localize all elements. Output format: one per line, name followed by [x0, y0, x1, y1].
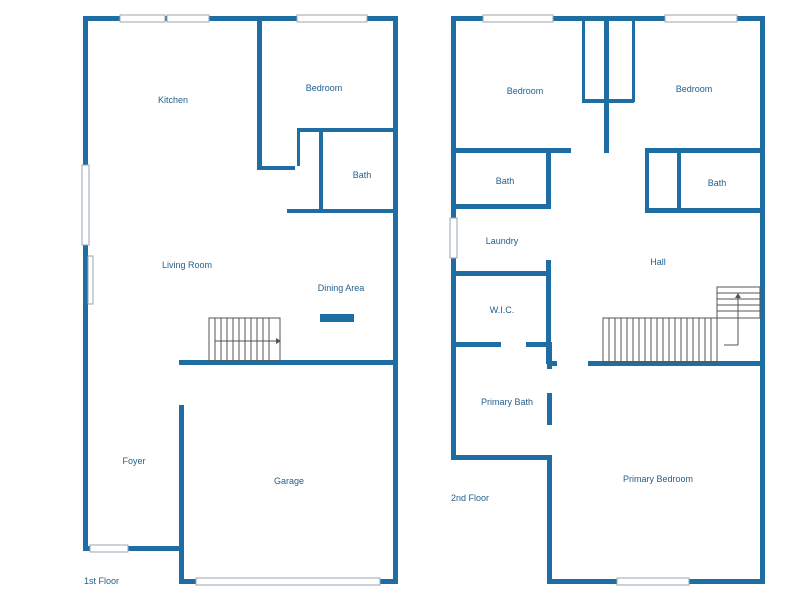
wall [546, 260, 551, 364]
room-label-bedroom-right: Bedroom [676, 84, 713, 94]
wall [83, 16, 398, 21]
wall [179, 405, 184, 584]
wall [297, 128, 398, 132]
fireplace [87, 255, 94, 305]
door-opening [178, 366, 185, 404]
window [296, 14, 368, 23]
window [449, 217, 458, 259]
wall [83, 16, 88, 550]
window [616, 577, 690, 586]
wall [677, 148, 681, 212]
wall [526, 342, 551, 347]
floor-label-first: 1st Floor [84, 576, 119, 586]
stairs-second-floor [602, 286, 761, 363]
room-label-bedroom-left: Bedroom [507, 86, 544, 96]
window [81, 164, 90, 246]
floor-label-second: 2nd Floor [451, 493, 489, 503]
room-label-bedroom: Bedroom [306, 83, 343, 93]
wall [451, 16, 765, 21]
wall [451, 271, 551, 276]
window [166, 14, 210, 23]
room-label-bath-right: Bath [708, 178, 727, 188]
wall [257, 166, 295, 170]
wall [547, 361, 557, 366]
wall [451, 455, 552, 460]
wall [645, 148, 765, 153]
door-opening [546, 425, 553, 455]
room-label-dining-area: Dining Area [318, 283, 365, 293]
wall [582, 20, 585, 102]
window [89, 544, 129, 553]
wall [604, 20, 609, 153]
counter-island [320, 314, 354, 322]
wall [632, 20, 635, 102]
room-label-laundry: Laundry [486, 236, 519, 246]
wall [319, 128, 323, 212]
room-label-bath-left: Bath [496, 176, 515, 186]
room-label-primary-bath: Primary Bath [481, 397, 533, 407]
wall [393, 16, 398, 584]
wall [451, 342, 501, 347]
wall [546, 148, 551, 209]
room-label-bath: Bath [353, 170, 372, 180]
wall [297, 128, 300, 166]
wall [588, 361, 765, 366]
stairs-first-floor [208, 317, 281, 362]
wall [645, 208, 765, 213]
wall [451, 148, 571, 153]
room-label-kitchen: Kitchen [158, 95, 188, 105]
second-floor-plan: Bedroom Bedroom Bath Bath Laundry Hall W… [449, 14, 765, 586]
room-label-wic: W.I.C. [490, 305, 515, 315]
wall [83, 546, 183, 551]
wall [760, 16, 765, 584]
room-label-foyer: Foyer [122, 456, 145, 466]
room-label-primary-bedroom: Primary Bedroom [623, 474, 693, 484]
door-opening [546, 213, 553, 259]
wall [179, 360, 398, 365]
room-label-garage: Garage [274, 476, 304, 486]
wall [451, 276, 456, 346]
wall [645, 148, 649, 212]
wall [547, 342, 552, 584]
window [664, 14, 738, 23]
room-label-living-room: Living Room [162, 260, 212, 270]
wall [287, 209, 398, 213]
wall [257, 16, 262, 170]
window [482, 14, 554, 23]
door-opening [546, 369, 553, 393]
room-label-hall: Hall [650, 257, 666, 267]
window [119, 14, 166, 23]
first-floor-plan: Kitchen Bedroom Bath Living Room Dining … [81, 14, 398, 586]
garage-door [195, 577, 381, 586]
wall [451, 204, 551, 209]
wall [582, 99, 634, 103]
